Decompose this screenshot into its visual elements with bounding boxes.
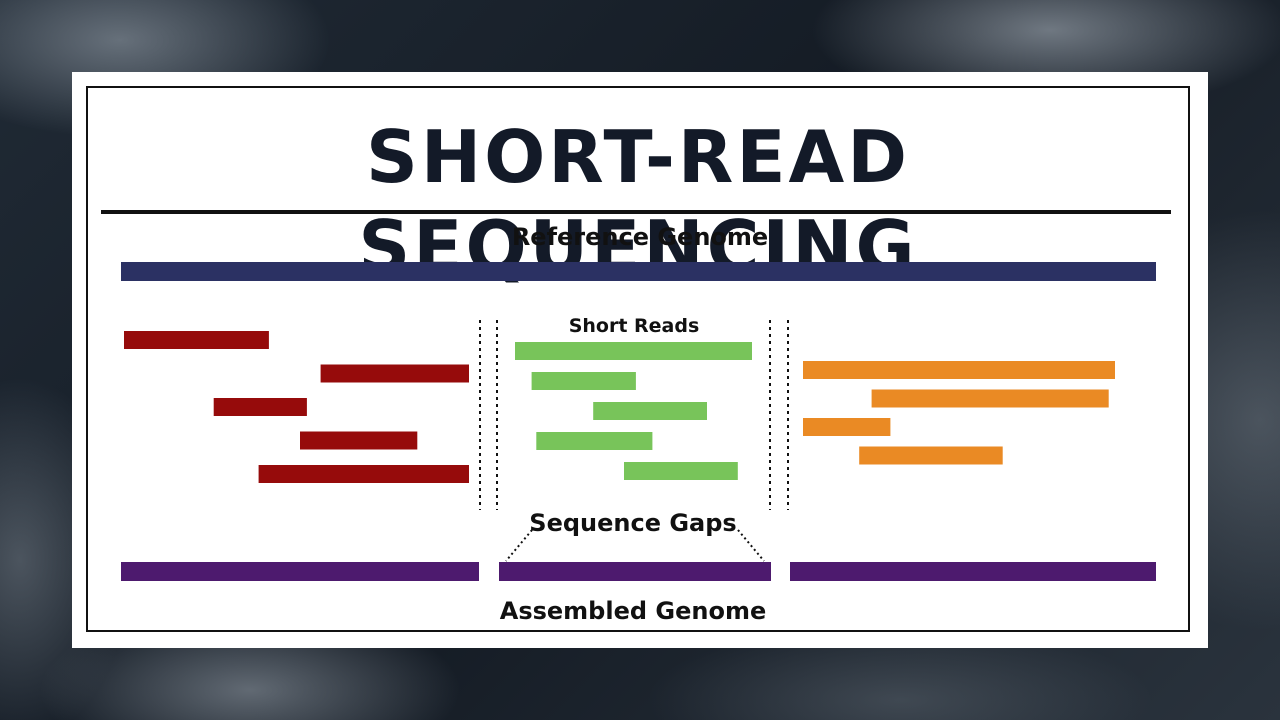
short-read-bar <box>803 418 891 436</box>
reference-genome-label: Reference Genome <box>511 223 769 251</box>
reads-group-middle <box>515 342 752 480</box>
short-read-bar <box>624 462 738 480</box>
short-read-bar <box>859 446 1003 465</box>
assembled-segment <box>790 562 1156 581</box>
reads-group-right <box>803 361 1115 465</box>
gap-pointer-right <box>737 529 765 562</box>
short-read-bar <box>536 432 653 450</box>
reference-genome-bar <box>121 262 1156 281</box>
short-read-bar <box>213 398 307 416</box>
short-read-bar <box>124 331 269 349</box>
diagram-frame <box>86 86 1190 632</box>
short-read-bar <box>593 402 707 420</box>
short-read-bar <box>320 364 469 383</box>
assembled-segment <box>499 562 771 581</box>
gap-pointer-left <box>505 529 533 562</box>
assembled-genome-label: Assembled Genome <box>499 597 767 625</box>
assembled-segment <box>121 562 479 581</box>
sequence-gaps-label: Sequence Gaps <box>529 509 737 537</box>
reads-group-left <box>124 331 469 483</box>
short-read-bar <box>258 465 469 483</box>
short-reads-label: Short Reads <box>568 315 700 337</box>
short-read-bar <box>871 389 1109 408</box>
title-underline <box>101 210 1171 214</box>
short-read-bar <box>803 361 1115 379</box>
gap-pointer-lines <box>505 529 765 562</box>
short-read-bar <box>531 372 636 390</box>
short-read-bar <box>515 342 752 360</box>
short-read-bar <box>300 431 418 450</box>
